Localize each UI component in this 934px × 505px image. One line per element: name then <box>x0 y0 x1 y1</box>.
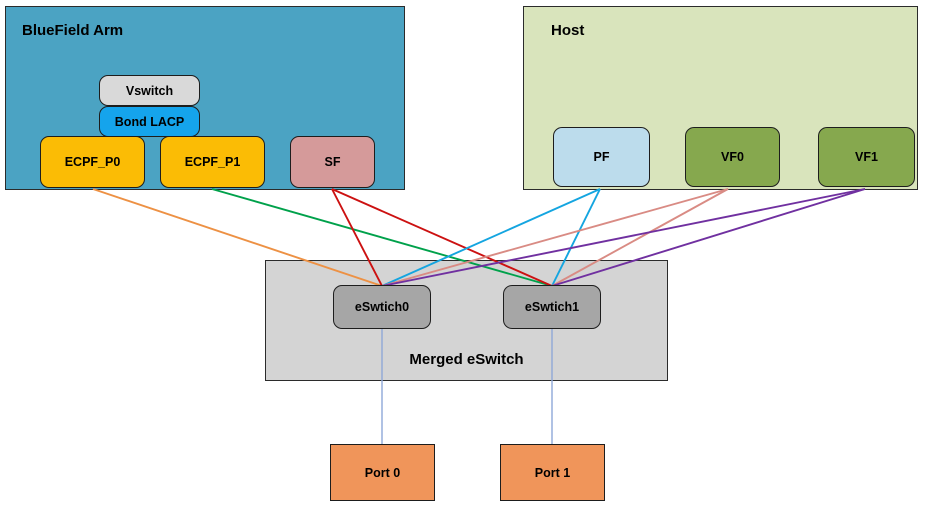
node-ecpf_p1[interactable]: ECPF_P1 <box>160 136 265 188</box>
node-vf0[interactable]: VF0 <box>685 127 780 187</box>
port-port1[interactable]: Port 1 <box>500 444 605 501</box>
port-port0[interactable]: Port 0 <box>330 444 435 501</box>
panel-title-host: Host <box>551 22 585 39</box>
node-eswitch0[interactable]: eSwtich0 <box>333 285 431 329</box>
merged-eswitch-label: Merged eSwitch <box>409 351 524 368</box>
node-eswitch1[interactable]: eSwtich1 <box>503 285 601 329</box>
node-pf[interactable]: PF <box>553 127 650 187</box>
node-vf1[interactable]: VF1 <box>818 127 915 187</box>
panel-title-bluefield: BlueField Arm <box>22 22 124 39</box>
node-vswitch[interactable]: Vswitch <box>99 75 200 106</box>
node-bond_lacp[interactable]: Bond LACP <box>99 106 200 137</box>
node-sf[interactable]: SF <box>290 136 375 188</box>
node-ecpf_p0[interactable]: ECPF_P0 <box>40 136 145 188</box>
